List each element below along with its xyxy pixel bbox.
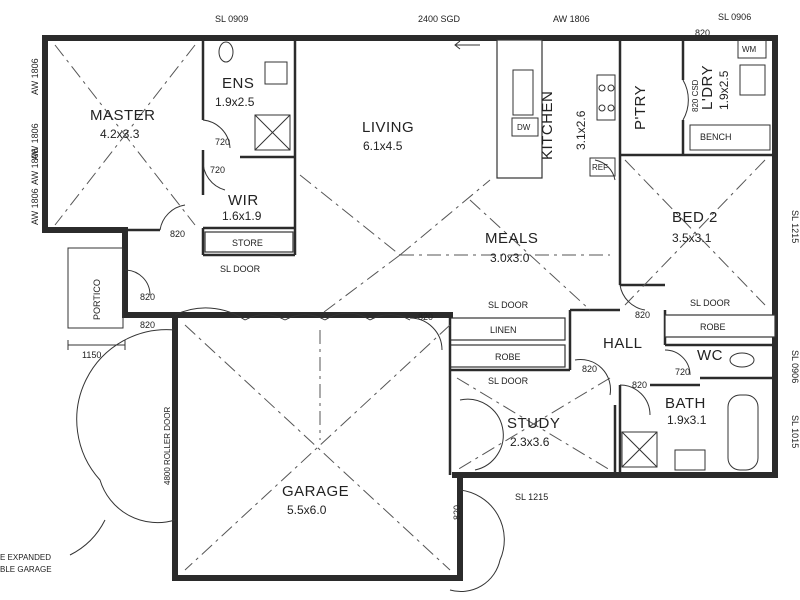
ceiling-lines: [54, 44, 766, 571]
door-820-entry-label: 820: [140, 320, 155, 330]
hall-label: HALL: [603, 335, 643, 352]
kitchen-sink-icon: [512, 69, 534, 116]
sl-door-wir-label: SL DOOR: [220, 264, 261, 274]
study-dims: 2.3x3.6: [510, 435, 550, 449]
kitchen-bench: [496, 39, 543, 179]
window-sl0906-top-label: SL 0906: [718, 12, 751, 22]
sl-door-robe-label: SL DOOR: [488, 376, 529, 386]
bath-label: BATH: [665, 395, 706, 412]
bed2-dims: 3.5x3.1: [672, 231, 712, 245]
window-aw1806-left-c: AW 1806: [30, 148, 40, 185]
ens-shower-icon: [254, 114, 291, 151]
bathtub-icon: [727, 394, 759, 471]
door-820-garage-right-label: 820: [452, 505, 462, 520]
garage-note-line2: BLE GARAGE: [0, 565, 52, 574]
bed2-robe: [664, 314, 776, 338]
door-labels: SL DOOR SL DOOR SL DOOR SL DOOR 720 720 …: [140, 28, 731, 520]
master-label: MASTER: [90, 107, 156, 124]
window-2400sgd-label: 2400 SGD: [418, 14, 461, 24]
window-sl0906-right: SL 0906: [790, 350, 800, 383]
door-820-study-label: 820: [582, 364, 597, 374]
kitchen-dims: 3.1x2.6: [574, 110, 588, 150]
wc-toilet-icon: [729, 352, 755, 368]
interior-walls: [67, 38, 776, 475]
portico-dimension: 1150: [82, 350, 101, 360]
living-dims: 6.1x4.5: [363, 139, 403, 153]
garage-label: GARAGE: [282, 483, 349, 500]
door-820-bed2-label: 820: [635, 310, 650, 320]
wir-dims: 1.6x1.9: [222, 209, 262, 223]
door-820-ldry-label: 820: [695, 28, 710, 38]
fridge-box: [589, 157, 616, 177]
bed2-label: BED 2: [672, 209, 718, 226]
laundry-bench-box: [689, 124, 771, 151]
meals-label: MEALS: [485, 230, 538, 247]
ref-label: REF: [592, 163, 608, 172]
study-label: STUDY: [507, 415, 560, 432]
roller-door-label: 4800 ROLLER DOOR: [163, 407, 172, 485]
wir-label: WIR: [228, 192, 259, 209]
bath-vanity-icon: [674, 449, 706, 471]
fixture-labels: STORE LINEN ROBE ROBE BENCH WM DW REF 48…: [163, 45, 757, 485]
fixtures: [67, 39, 771, 556]
window-aw1806-left-b: AW 1806: [30, 123, 40, 160]
living-label: LIVING: [362, 119, 414, 136]
window-aw1806-top-label: AW 1806: [553, 14, 590, 24]
door-swings: [76, 79, 691, 593]
door-720-wc-label: 720: [675, 367, 690, 377]
portico-label: PORTICO: [92, 279, 102, 320]
pantry-label: P'TRY: [632, 85, 649, 130]
garage-note-line1: E EXPANDED: [0, 553, 51, 562]
linen-label: LINEN: [490, 325, 517, 335]
bench-label: BENCH: [700, 132, 732, 142]
wc-label: WC: [697, 347, 723, 364]
wm-label: WM: [742, 45, 757, 54]
laundry-label: L'DRY: [699, 65, 716, 110]
ens-dims: 1.9x2.5: [215, 95, 255, 109]
washing-machine-box: [737, 39, 767, 59]
window-sl1015-right: SL 1015: [790, 415, 800, 448]
dishwasher-box: [511, 117, 539, 137]
bed2-robe-label: ROBE: [700, 322, 726, 332]
store-box: [204, 231, 294, 253]
window-labels: SL 0909 2400 SGD AW 1806 SL 0906 AW 1806…: [30, 12, 800, 502]
cooktop-icon: [596, 74, 616, 121]
door-820-csd-label: 820 CSD: [691, 79, 700, 112]
ens-vanity-icon: [264, 61, 288, 85]
door-820-bath-label: 820: [632, 380, 647, 390]
hall-robe-label: ROBE: [495, 352, 521, 362]
door-820-portico-label: 820: [140, 292, 155, 302]
laundry-tub-icon: [739, 64, 766, 96]
door-720-ens-label: 720: [215, 137, 230, 147]
bath-dims: 1.9x3.1: [667, 413, 707, 427]
sl-door-bed2-label: SL DOOR: [690, 298, 731, 308]
door-720-wir-label: 720: [210, 165, 225, 175]
meals-dims: 3.0x3.0: [490, 251, 530, 265]
ens-label: ENS: [222, 75, 254, 92]
window-aw1806-left-d: AW 1806: [30, 188, 40, 225]
garage-dims: 5.5x6.0: [287, 503, 327, 517]
sl-door-linen-label: SL DOOR: [488, 300, 529, 310]
window-sl1215-right: SL 1215: [790, 210, 800, 243]
door-820-garage-top-label: 820: [418, 312, 433, 322]
store-label: STORE: [232, 238, 263, 248]
master-dims: 4.2x3.3: [100, 127, 140, 141]
window-aw1806-left-a: AW 1806: [30, 58, 40, 95]
window-sl0909-label: SL 0909: [215, 14, 248, 24]
laundry-dims: 1.9x2.5: [717, 70, 731, 110]
ens-toilet-icon: [218, 41, 234, 63]
window-sl1215-bottom: SL 1215: [515, 492, 548, 502]
room-labels: MASTER 4.2x3.3 ENS 1.9x2.5 WIR 1.6x1.9 L…: [90, 65, 731, 517]
dw-label: DW: [517, 123, 531, 132]
bath-shower-icon: [621, 431, 658, 468]
door-820-master-label: 820: [170, 229, 185, 239]
kitchen-label: KITCHEN: [539, 91, 556, 160]
